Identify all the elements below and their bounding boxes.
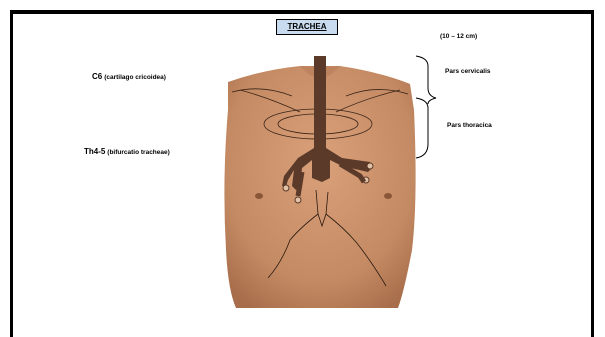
label-c6-note: (cartilago cricoidea) xyxy=(104,74,166,81)
label-cervicalis: Pars cervicalis xyxy=(445,68,491,75)
label-th-level: Th4-5 xyxy=(84,147,105,156)
bronchus-end-4 xyxy=(283,185,289,191)
label-th-note: (bifurcatio tracheae) xyxy=(107,149,170,156)
bronchus-end-3 xyxy=(295,197,301,203)
label-c6: C6 (cartilago cricoidea) xyxy=(92,72,166,81)
length-note: (10 – 12 cm) xyxy=(440,33,477,40)
label-thoracica: Pars thoracica xyxy=(447,122,492,129)
bracket-thoracica xyxy=(416,98,428,158)
label-c6-level: C6 xyxy=(92,72,102,81)
bronchus-end-1 xyxy=(367,163,373,169)
label-th: Th4-5 (bifurcatio tracheae) xyxy=(84,147,170,156)
right-nipple xyxy=(384,193,392,199)
bracket-cervicalis xyxy=(416,56,436,104)
left-nipple xyxy=(255,193,263,199)
page-title: TRACHEA xyxy=(276,19,338,35)
